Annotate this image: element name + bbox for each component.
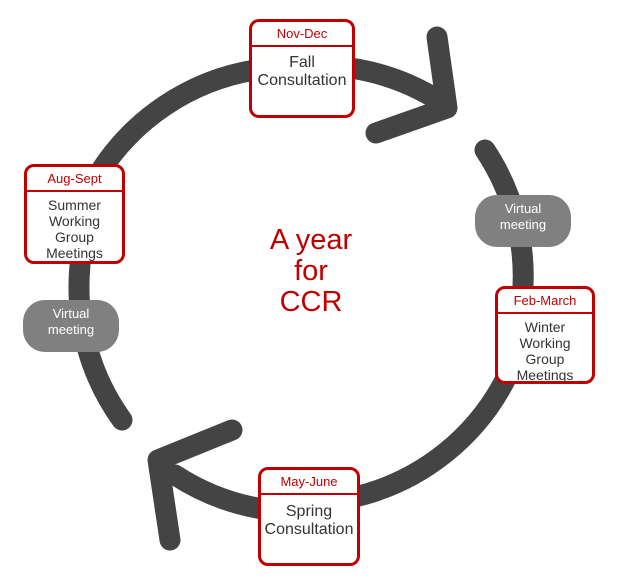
stage-description-line: Group bbox=[55, 229, 94, 245]
stage-description-line: Spring bbox=[285, 503, 333, 520]
virtual-meeting-left: Virtual meeting bbox=[23, 300, 119, 352]
stage-description: Summer Working Group Meetings bbox=[27, 192, 122, 261]
center-title-line-1: A year bbox=[269, 224, 353, 256]
center-title: A year for CCR bbox=[211, 225, 411, 318]
stage-period-label: May-June bbox=[261, 470, 357, 495]
cycle-arc-bottom-right bbox=[339, 359, 521, 509]
stage-description-line: Winter bbox=[524, 319, 566, 335]
stage-description-line: Meetings bbox=[516, 367, 574, 383]
stage-description-line: Summer bbox=[48, 197, 101, 213]
cycle-arc-top-right bbox=[339, 57, 449, 111]
stage-nov-dec: Nov-Dec Fall Consultation bbox=[249, 19, 355, 118]
stage-description-line: Consultation bbox=[257, 72, 347, 89]
stage-may-june: May-June Spring Consultation bbox=[258, 467, 360, 566]
virtual-meeting-line: meeting bbox=[499, 217, 547, 232]
stage-period-label: Feb-March bbox=[498, 289, 592, 314]
stage-description: Spring Consultation bbox=[261, 495, 357, 539]
arrowhead-upper-right bbox=[365, 26, 458, 144]
stage-description-line: Meetings bbox=[46, 245, 103, 261]
stage-aug-sept: Aug-Sept Summer Working Group Meetings bbox=[24, 164, 125, 264]
center-title-line-2: for bbox=[294, 255, 328, 287]
center-title-line-3: CCR bbox=[279, 286, 343, 318]
stage-description: Winter Working Group Meetings bbox=[498, 314, 592, 383]
virtual-meeting-line: Virtual bbox=[52, 306, 90, 321]
virtual-meeting-right: Virtual meeting bbox=[475, 195, 571, 247]
stage-description-line: Working bbox=[519, 335, 571, 351]
stage-description-line: Fall bbox=[289, 54, 315, 71]
virtual-meeting-line: Virtual bbox=[504, 201, 542, 216]
stage-description-line: Working bbox=[48, 213, 101, 229]
stage-description-line: Group bbox=[525, 351, 565, 367]
stage-period-label: Nov-Dec bbox=[252, 22, 352, 47]
cycle-arc-bottom-left bbox=[164, 464, 281, 521]
arrowhead-lower-left bbox=[147, 419, 243, 551]
virtual-meeting-line: meeting bbox=[47, 322, 95, 337]
stage-period-label: Aug-Sept bbox=[27, 167, 122, 192]
stage-description: Fall Consultation bbox=[252, 47, 352, 90]
stage-feb-march: Feb-March Winter Working Group Meetings bbox=[495, 286, 595, 384]
cycle-arc-top-left bbox=[87, 59, 266, 186]
stage-description-line: Consultation bbox=[264, 521, 354, 538]
